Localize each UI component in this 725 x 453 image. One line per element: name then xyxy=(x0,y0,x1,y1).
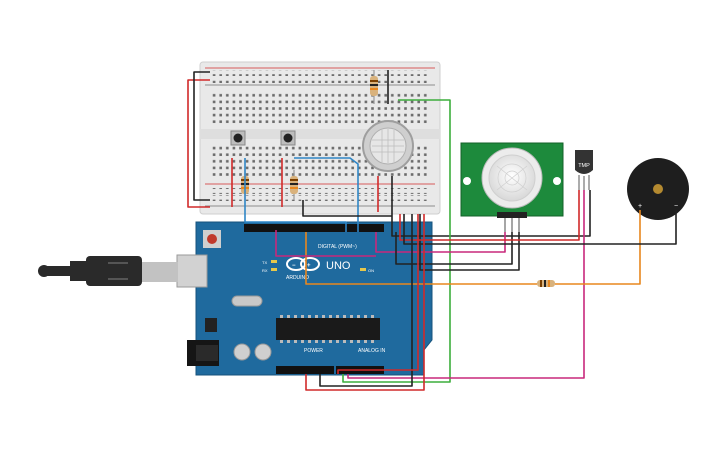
center-channel xyxy=(200,129,440,139)
svg-text:−: − xyxy=(292,263,296,269)
crystal-oscillator xyxy=(231,295,263,307)
power-label: POWER xyxy=(304,348,323,354)
capacitor-1 xyxy=(233,343,251,361)
on-label: ON xyxy=(368,268,374,273)
wire-orange-buzzer xyxy=(555,210,641,285)
tmp-label: TMP xyxy=(578,163,590,169)
arduino-uno: DIGITAL (PWM~) POWER ANALOG IN − + UNO A… xyxy=(176,221,433,376)
wire-magenta-d xyxy=(275,230,376,257)
digital-label: DIGITAL (PWM~) xyxy=(318,244,357,250)
wire-black-gnd-bb xyxy=(302,200,392,217)
tx-label: TX xyxy=(262,260,267,265)
piezo-buzzer: + − xyxy=(627,158,689,220)
capacitor-2 xyxy=(254,343,272,361)
wire-red-analog xyxy=(337,214,419,374)
on-led xyxy=(360,268,366,271)
arduino-logo: − + xyxy=(286,257,320,271)
tmp-sensor: TMP xyxy=(575,150,593,190)
usb-port xyxy=(176,254,208,288)
usb-cable xyxy=(38,256,178,286)
wire-blue-button1 xyxy=(244,158,347,232)
wire-black-gnd xyxy=(319,214,413,387)
wire-green-gas-analog xyxy=(342,99,451,383)
voltage-regulator xyxy=(205,318,217,332)
analog-label: ANALOG IN xyxy=(358,348,386,354)
arduino-brand-text: ARDUINO xyxy=(286,275,309,281)
buzzer-plus-label: + xyxy=(638,203,642,210)
svg-text:+: + xyxy=(307,263,311,269)
rail-top-holes-2 xyxy=(210,77,430,83)
wires xyxy=(187,70,677,391)
terminal-strip-top xyxy=(210,92,430,125)
rail-top-holes-1 xyxy=(210,70,430,76)
rx-led xyxy=(271,268,277,271)
gas-sensor xyxy=(362,120,414,172)
wire-black-buzzer xyxy=(403,210,677,245)
resistor-gas-sensor xyxy=(370,70,378,104)
rail-bottom-holes-1 xyxy=(210,188,430,194)
rx-label: RX xyxy=(262,268,268,273)
wire-black-pir-2 xyxy=(419,214,520,271)
wire-red-tmp xyxy=(399,190,580,241)
wire-red-rail-left xyxy=(187,79,210,208)
atmega-chip xyxy=(276,318,380,340)
pir-sensor xyxy=(460,142,564,232)
uno-logo-text: UNO xyxy=(326,260,351,272)
buzzer-minus-label: − xyxy=(674,203,678,210)
tx-led xyxy=(271,260,277,263)
rail-bottom-holes-2 xyxy=(210,195,430,201)
push-button-1[interactable] xyxy=(230,130,246,146)
push-button-2[interactable] xyxy=(280,130,296,146)
wire-black-rail-left xyxy=(193,71,210,201)
wire-black-gas-tmp xyxy=(391,176,591,237)
wire-red-5v xyxy=(305,214,425,391)
wire-magenta-pir xyxy=(375,232,506,253)
wire-blue-button2 xyxy=(294,157,359,232)
wire-black-pir xyxy=(395,232,513,265)
reset-button-cap[interactable] xyxy=(207,234,217,244)
resistor-buzzer xyxy=(537,280,555,287)
resistor-button-2 xyxy=(290,170,298,200)
wire-orange-pin xyxy=(305,232,537,285)
power-header xyxy=(276,366,334,374)
